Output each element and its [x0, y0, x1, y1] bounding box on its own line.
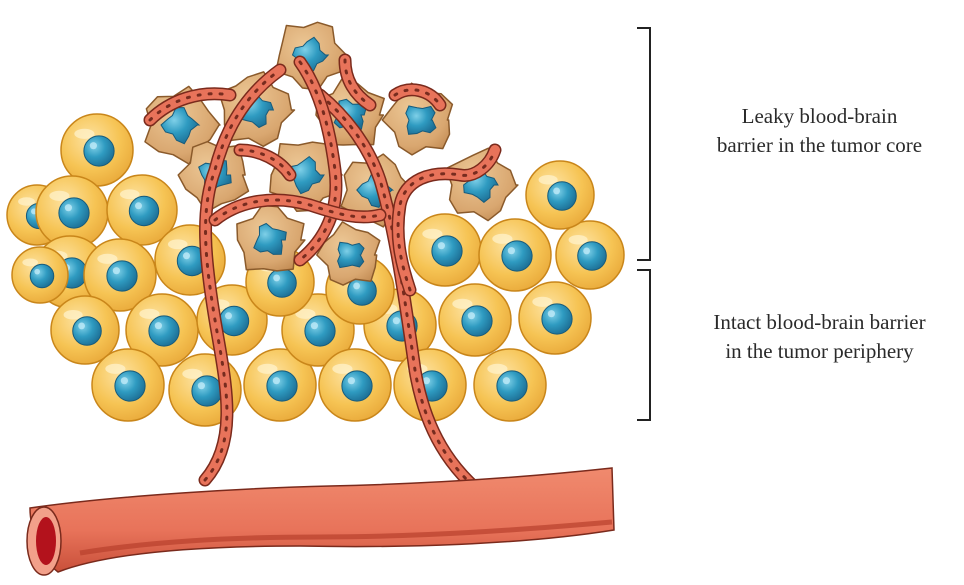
nucleus	[267, 371, 297, 401]
nucleus	[542, 304, 572, 334]
vessel-lumen	[36, 517, 56, 565]
normal-cell	[439, 284, 511, 356]
label-leaky-bbb: Leaky blood-brain barrier in the tumor c…	[675, 102, 964, 160]
normal-cell	[519, 282, 591, 354]
normal-cell	[92, 349, 164, 421]
bracket-core	[637, 28, 650, 260]
nucleus	[192, 376, 222, 406]
nucleus	[84, 136, 114, 166]
tumor-cell	[446, 148, 518, 220]
nucleus	[129, 196, 158, 225]
normal-cell	[479, 219, 551, 291]
nucleus	[219, 306, 248, 335]
label-core-line1: Leaky blood-brain	[675, 102, 964, 131]
nucleus	[406, 106, 436, 134]
normal-cell	[556, 221, 624, 289]
nucleus	[305, 316, 335, 346]
main-blood-vessel	[27, 468, 614, 575]
nucleus	[338, 242, 364, 267]
nucleus	[578, 242, 607, 271]
bracket-periphery	[637, 270, 650, 420]
nucleus	[149, 316, 179, 346]
label-intact-bbb: Intact blood-brain barrier in the tumor …	[675, 308, 964, 366]
nucleus	[115, 371, 145, 401]
nucleus	[342, 371, 372, 401]
normal-cell	[12, 247, 68, 303]
nucleus	[502, 241, 532, 271]
nucleus	[73, 317, 102, 346]
nucleus	[462, 306, 492, 336]
nucleus	[268, 269, 297, 298]
nucleus	[107, 261, 137, 291]
nucleus	[59, 198, 89, 228]
normal-cell	[61, 114, 133, 186]
normal-cell	[526, 161, 594, 229]
nucleus	[432, 236, 462, 266]
normal-cell	[319, 349, 391, 421]
label-core-line2: barrier in the tumor core	[675, 131, 964, 160]
label-periphery-line1: Intact blood-brain barrier	[675, 308, 964, 337]
label-periphery-line2: in the tumor periphery	[675, 337, 964, 366]
nucleus	[497, 371, 527, 401]
normal-cell	[409, 214, 481, 286]
nucleus	[30, 264, 54, 288]
nucleus	[548, 182, 577, 211]
normal-cell	[474, 349, 546, 421]
